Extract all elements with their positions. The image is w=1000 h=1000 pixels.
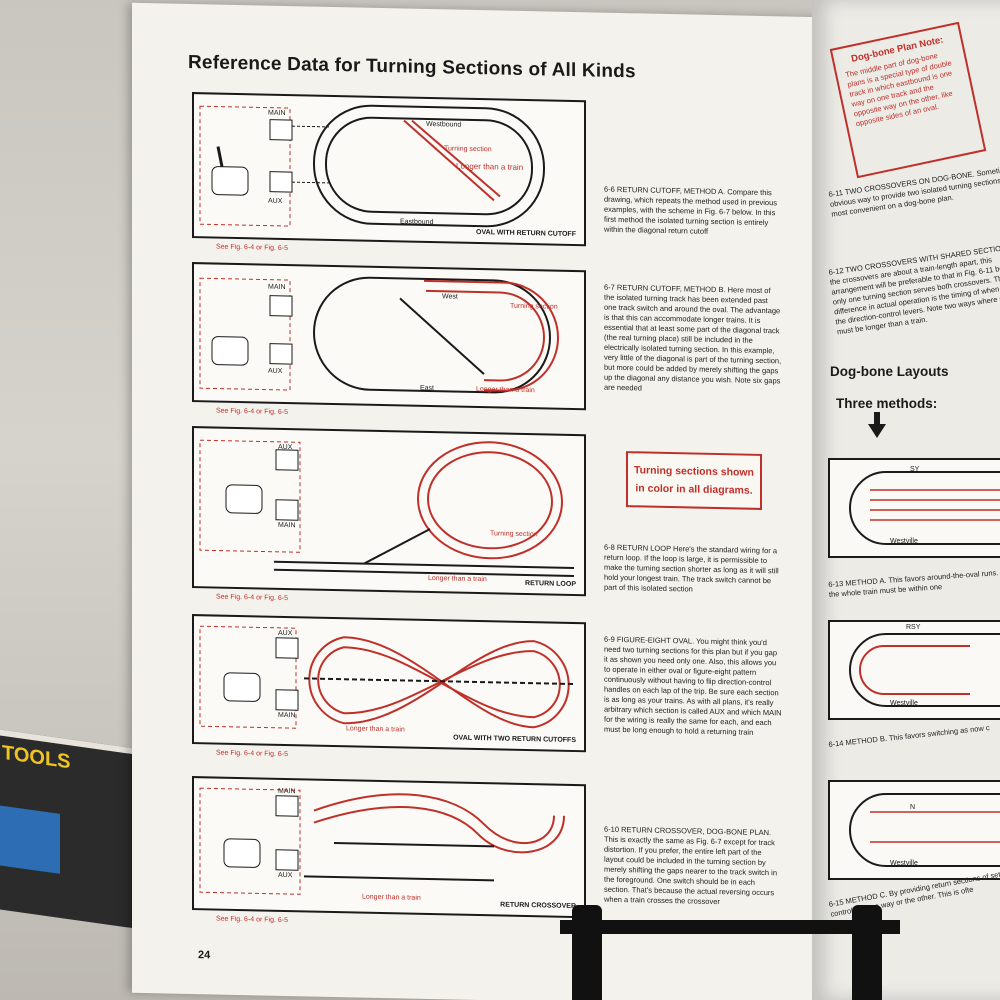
label-n: N	[910, 804, 916, 811]
label-west: West	[442, 293, 458, 301]
paragraph-6-10: 6-10 RETURN CROSSOVER, DOG-BONE PLAN. Th…	[604, 824, 777, 907]
label-turning-section: Turning section	[510, 302, 558, 311]
page-heading: Reference Data for Turning Sections of A…	[188, 51, 636, 83]
paragraph-6-14: 6-14 METHOD B. This favors switching as …	[828, 723, 991, 749]
paragraph-6-9: 6-9 FIGURE-EIGHT OVAL. You might think y…	[604, 634, 782, 737]
page-number: 24	[198, 949, 211, 962]
label-main: MAIN	[268, 283, 286, 291]
label-turning-section: Turning section	[490, 530, 538, 539]
right-page: Dog-bone Plan Note: The middle part of d…	[812, 0, 1000, 1000]
paragraph-6-8: 6-8 RETURN LOOP Here's the standard wiri…	[604, 542, 779, 594]
dog-bone-method-b-figure: RSY Westville	[828, 620, 1000, 720]
label-main: MAIN	[278, 521, 296, 530]
label-westville: Westville	[890, 538, 918, 545]
arrow-down-icon	[868, 412, 886, 438]
label-sy: SY	[910, 466, 920, 473]
dog-bone-method-c-figure: N Westville	[828, 780, 1000, 880]
label-longer-than-train: Longer than a train	[362, 893, 421, 902]
label-longer-than-train: Longer than a train	[428, 574, 487, 584]
figure-see-note: See Fig. 6-4 or Fig. 6-5	[216, 915, 288, 925]
label-aux: AUX	[278, 629, 293, 638]
dog-bone-note: Dog-bone Plan Note: The middle part of d…	[829, 21, 987, 179]
label-turning-section: Turning section	[444, 145, 492, 154]
dog-bone-method-a-figure: SY Westville	[828, 458, 1000, 558]
color-callout: Turning sections shown in color in all d…	[626, 451, 762, 510]
label-east: East	[420, 384, 435, 393]
magazine-cover-block	[0, 805, 60, 874]
label-main: MAIN	[278, 711, 296, 720]
figure-see-note: See Fig. 6-4 or Fig. 6-5	[216, 593, 288, 603]
label-rsy: RSY	[906, 624, 921, 631]
figure-see-note: See Fig. 6-4 or Fig. 6-5	[216, 407, 288, 417]
figure-return-loop: AUX MAIN Turning section Longer than a t…	[192, 426, 586, 602]
figure-see-note: See Fig. 6-4 or Fig. 6-5	[216, 749, 288, 759]
label-main: MAIN	[278, 787, 296, 796]
paragraph-6-7: 6-7 RETURN CUTOFF, METHOD B. Here most o…	[604, 282, 782, 393]
three-methods-heading: Three methods:	[836, 396, 938, 411]
track-diagram	[849, 793, 1000, 867]
book-stand	[560, 920, 900, 1000]
paragraph-6-6: 6-6 RETURN CUTOFF, METHOD A. Compare thi…	[604, 184, 778, 236]
figure-return-cutoff-method-b: MAIN AUX West Turning section East Longe…	[192, 262, 586, 416]
paragraph-6-12: 6-12 TWO CROSSOVERS WITH SHARED SECTION.…	[828, 242, 1000, 337]
book-stand-leg-left	[572, 905, 602, 1000]
figure-figure-eight-oval: AUX MAIN Longer than a train OVAL WITH T…	[192, 614, 586, 758]
label-westbound: Westbound	[426, 120, 462, 129]
figure-caption: RETURN LOOP	[525, 580, 576, 589]
label-eastbound: Eastbound	[400, 218, 434, 227]
track-diagram	[199, 276, 559, 394]
figure-return-crossover: MAIN AUX Longer than a train RETURN CROS…	[192, 776, 586, 924]
magazine-title: TOOLS	[2, 741, 71, 774]
figure-see-note: See Fig. 6-4 or Fig. 6-5	[216, 243, 288, 253]
label-westville: Westville	[890, 700, 918, 707]
label-longer-than-train: Longer than a train	[456, 161, 524, 172]
magazine-stack: TOOLS	[0, 729, 150, 931]
left-page: Reference Data for Turning Sections of A…	[132, 2, 822, 1000]
label-longer-than-train: Longer than a train	[476, 385, 535, 395]
paragraph-6-13: 6-13 METHOD A. This favors around-the-ov…	[828, 566, 1000, 599]
label-aux: AUX	[268, 197, 283, 205]
track-diagram	[199, 439, 574, 578]
label-main: MAIN	[268, 109, 286, 117]
book-stand-leg-right	[852, 905, 882, 1000]
label-aux: AUX	[268, 367, 283, 375]
paragraph-6-11: 6-11 TWO CROSSOVERS ON DOG-BONE. Sometim…	[828, 162, 1000, 219]
figure-oval-return-cutoff: MAIN AUX Westbound Turning section Longe…	[192, 92, 586, 252]
track-diagram	[849, 633, 1000, 707]
track-diagram	[199, 625, 574, 729]
track-diagram	[849, 471, 1000, 545]
label-aux: AUX	[278, 443, 293, 452]
track-diagram	[199, 104, 545, 228]
label-aux: AUX	[278, 871, 293, 880]
label-longer-than-train: Longer than a train	[346, 725, 405, 734]
dog-bone-layouts-heading: Dog-bone Layouts	[830, 364, 949, 379]
track-diagram	[199, 787, 565, 895]
label-westville: Westville	[890, 860, 918, 867]
